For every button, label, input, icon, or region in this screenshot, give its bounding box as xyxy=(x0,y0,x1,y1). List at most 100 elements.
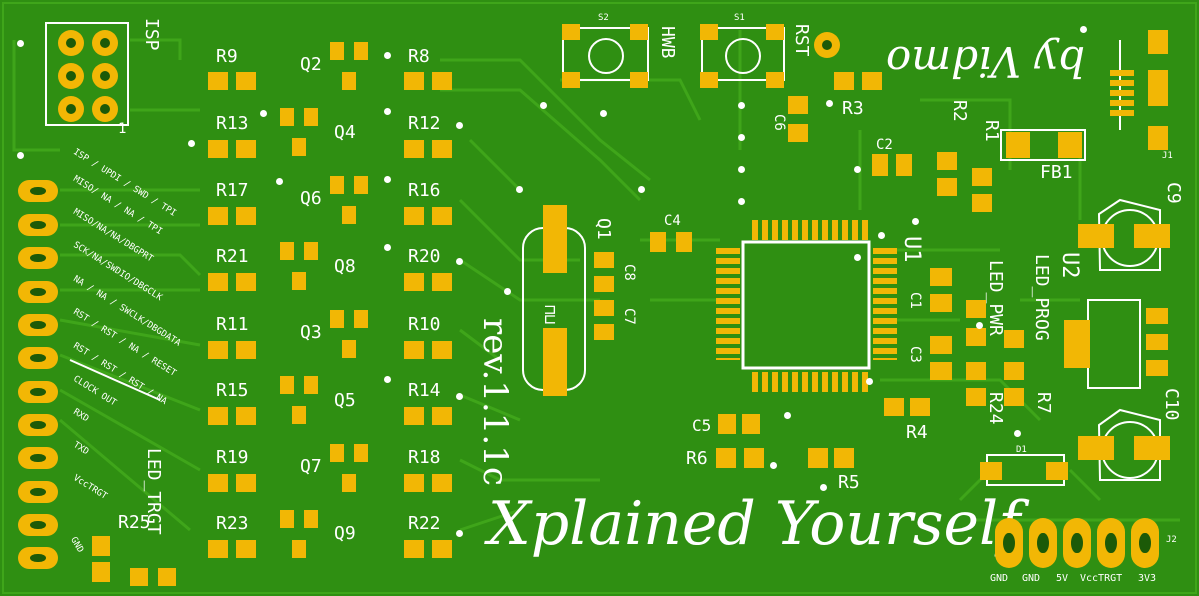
ref-r9: R9 xyxy=(216,46,238,67)
header-pin xyxy=(18,547,58,569)
svg-text:⊓⊔: ⊓⊔ xyxy=(541,305,560,324)
smd-pad xyxy=(304,510,318,528)
smd-pad xyxy=(292,138,306,156)
header-pin xyxy=(18,247,58,269)
author-label: by Vidmo xyxy=(886,37,1085,86)
pin1-marker xyxy=(854,254,861,261)
ref-r8: R8 xyxy=(408,46,430,67)
smd-pad xyxy=(1004,362,1024,380)
smd-pad xyxy=(404,140,424,158)
ref-r2: R2 xyxy=(949,100,970,122)
smd-pad xyxy=(744,448,764,468)
smd-pad xyxy=(432,474,452,492)
smd-pad xyxy=(834,72,854,90)
smd-pad xyxy=(834,448,854,468)
via xyxy=(820,484,827,491)
header-pin xyxy=(18,381,58,403)
ref-r10: R10 xyxy=(408,314,441,335)
button-pad xyxy=(562,72,580,88)
smd-pad xyxy=(676,232,692,252)
power-pin xyxy=(1029,518,1057,568)
smd-pad xyxy=(330,444,344,462)
header-pin xyxy=(18,347,58,369)
smd-pad xyxy=(304,108,318,126)
smd-pad xyxy=(208,72,228,90)
via xyxy=(600,110,607,117)
usb-shield-pad xyxy=(1148,126,1168,150)
smd-pad xyxy=(718,414,736,434)
smd-pad xyxy=(404,540,424,558)
smd-pad xyxy=(342,474,356,492)
smd-pad xyxy=(236,207,256,225)
smd-pad xyxy=(292,406,306,424)
ref-j1: J1 xyxy=(1162,151,1173,161)
smd-pad xyxy=(236,407,256,425)
ref-c9: C9 xyxy=(1163,182,1184,204)
button-pad xyxy=(562,24,580,40)
smd-pad xyxy=(404,72,424,90)
ref-r22: R22 xyxy=(408,513,441,534)
usb-pin xyxy=(1110,90,1134,96)
ref-j2: J2 xyxy=(1166,535,1177,545)
crystal-pad xyxy=(543,328,567,396)
smd-pad xyxy=(930,362,952,380)
smd-pad xyxy=(788,96,808,114)
isp-pin xyxy=(58,63,84,89)
ref-r17: R17 xyxy=(216,180,249,201)
ref-c8: C8 xyxy=(621,264,637,281)
usb-pin xyxy=(1110,80,1134,86)
ref-r20: R20 xyxy=(408,246,441,267)
smd-pad xyxy=(236,474,256,492)
header-pin xyxy=(18,481,58,503)
smd-pad xyxy=(208,540,228,558)
power-pin xyxy=(1131,518,1159,568)
via xyxy=(456,393,463,400)
smd-pad xyxy=(594,276,614,292)
smd-pad xyxy=(404,341,424,359)
isp-pin xyxy=(58,96,84,122)
smd-pad xyxy=(354,42,368,60)
smd-pad xyxy=(236,72,256,90)
ref-r7: R7 xyxy=(1033,392,1054,414)
via xyxy=(276,178,283,185)
power-pin-label: GND xyxy=(1022,573,1041,584)
smd-pad xyxy=(304,376,318,394)
smd-pad xyxy=(966,328,986,346)
smd-pad xyxy=(594,324,614,340)
isp-header-outline xyxy=(45,22,129,126)
ref-r13: R13 xyxy=(216,113,249,134)
via xyxy=(866,378,873,385)
ref-s2: S2 xyxy=(598,13,609,23)
ref-c1: C1 xyxy=(907,292,923,309)
ref-c10: C10 xyxy=(1161,388,1182,421)
via xyxy=(384,108,391,115)
smd-pad xyxy=(236,273,256,291)
via xyxy=(456,122,463,129)
via xyxy=(384,176,391,183)
button-pad xyxy=(766,24,784,40)
ref-q8: Q8 xyxy=(334,256,356,277)
smd-pad xyxy=(404,407,424,425)
via xyxy=(770,462,777,469)
smd-pad xyxy=(594,300,614,316)
smd-pad xyxy=(432,140,452,158)
smd-pad xyxy=(92,536,110,556)
mcu-pads-top xyxy=(752,220,868,240)
button-pad xyxy=(766,72,784,88)
power-pin-label: VccTRGT xyxy=(1080,573,1123,584)
smd-pad xyxy=(910,398,930,416)
smd-pad xyxy=(896,154,912,176)
ref-r16: R16 xyxy=(408,180,441,201)
via xyxy=(738,198,745,205)
smd-pad xyxy=(930,268,952,286)
via xyxy=(456,258,463,265)
smd-pad xyxy=(432,407,452,425)
smd-pad xyxy=(354,176,368,194)
ref-c4: C4 xyxy=(664,213,681,229)
power-pin-label: 5V xyxy=(1056,573,1069,584)
smd-pad xyxy=(208,273,228,291)
via xyxy=(456,530,463,537)
smd-pad xyxy=(884,398,904,416)
via xyxy=(738,166,745,173)
smd-pad xyxy=(432,207,452,225)
